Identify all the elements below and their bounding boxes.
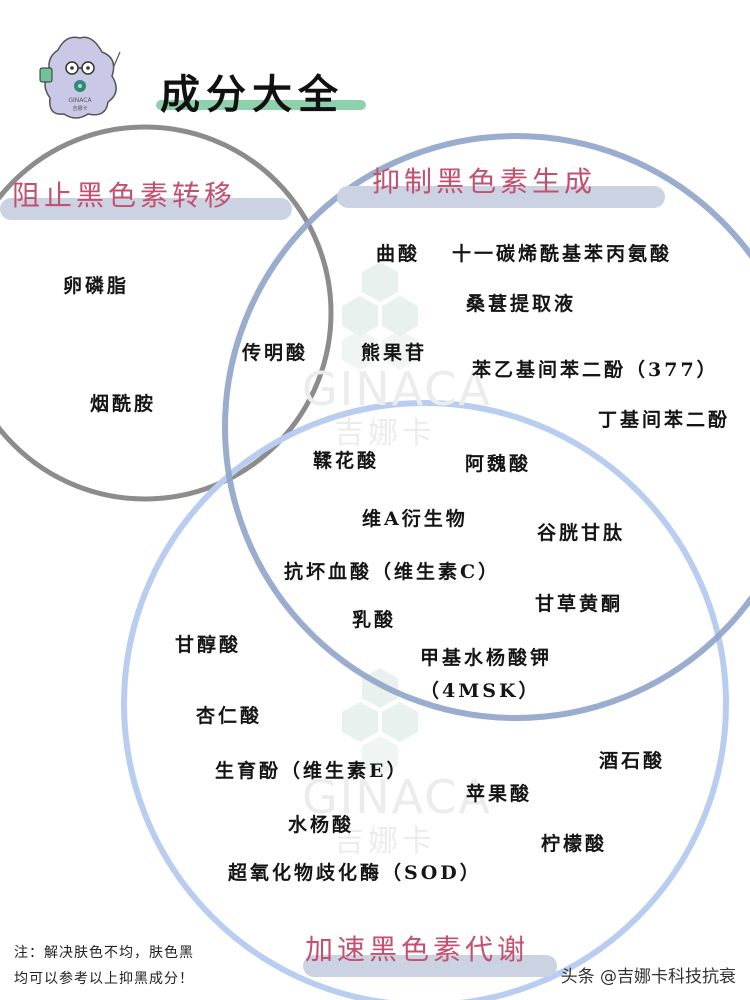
ingredient-377: 苯乙基间苯二酚（377） bbox=[472, 359, 719, 381]
ingredient-lactic-acid: 乳酸 bbox=[352, 609, 397, 631]
footnote-line-2: 均可以参考以上抑黑成分！ bbox=[14, 971, 194, 987]
ingredient-niacinamide: 烟酰胺 bbox=[90, 393, 157, 415]
section-title-accelerate-metabolism: 加速黑色素代谢 bbox=[305, 933, 530, 966]
ingredient-tartaric-acid: 酒石酸 bbox=[599, 750, 666, 772]
circle-inhibit-generation bbox=[222, 133, 750, 721]
circle-prevent-transfer bbox=[0, 124, 334, 502]
source-credit: 头条 @吉娜卡科技抗衰 bbox=[560, 967, 736, 987]
ingredient-glycolic-acid: 甘醇酸 bbox=[175, 634, 242, 656]
ingredient-arbutin: 熊果苷 bbox=[361, 342, 428, 364]
ingredient-butylresorcinol: 丁基间苯二酚 bbox=[598, 409, 731, 431]
ingredient-citric-acid: 柠檬酸 bbox=[541, 833, 608, 855]
svg-text:GINACA: GINACA bbox=[68, 97, 92, 104]
ingredient-vitamin-c: 抗坏血酸（维生素C） bbox=[284, 561, 501, 583]
watermark-brand-cn-top: 吉娜卡 bbox=[334, 416, 436, 451]
ingredient-salicylic-acid: 水杨酸 bbox=[288, 814, 355, 836]
ingredient-ferulic-acid: 阿魏酸 bbox=[465, 453, 532, 475]
ingredient-tranexamic-acid: 传明酸 bbox=[242, 342, 309, 364]
section-title-prevent-transfer: 阻止黑色素转移 bbox=[12, 179, 237, 212]
ingredient-glutathione: 谷胱甘肽 bbox=[537, 522, 626, 544]
watermark-brand-cn-bottom: 吉娜卡 bbox=[334, 824, 436, 859]
ingredient-licorice-flavonoid: 甘草黄酮 bbox=[535, 593, 624, 615]
svg-text:吉娜卡: 吉娜卡 bbox=[72, 105, 87, 112]
section-bar-inhibit bbox=[337, 186, 665, 208]
footnote: 注：解决肤色不均，肤色黑 均可以参考以上抑黑成分！ bbox=[14, 940, 194, 992]
section-bar-transfer bbox=[0, 198, 292, 220]
watermark-brand-top: GINACA bbox=[302, 362, 492, 416]
circle-accelerate-metabolism bbox=[121, 400, 729, 1000]
ingredient-sod: 超氧化物歧化酶（SOD） bbox=[228, 862, 482, 884]
section-title-inhibit-generation: 抑制黑色素生成 bbox=[372, 165, 597, 198]
title-underline bbox=[156, 100, 366, 110]
watermark-hex-logo-top bbox=[342, 262, 418, 370]
footnote-line-1: 注：解决肤色不均，肤色黑 bbox=[14, 945, 194, 961]
ingredient-mulberry-extract: 桑葚提取液 bbox=[466, 293, 577, 315]
ingredient-4msk-line1: 甲基水杨酸钾 bbox=[420, 647, 553, 669]
ingredient-malic-acid: 苹果酸 bbox=[466, 783, 533, 805]
ingredient-4msk-line2: （4MSK） bbox=[420, 680, 541, 702]
mascot-logo: GINACA 吉娜卡 bbox=[39, 36, 121, 119]
page-title: 成分大全 bbox=[160, 71, 344, 118]
ingredient-undecylenoyl-phenylalanine: 十一碳烯酰基苯丙氨酸 bbox=[452, 243, 673, 265]
watermark-brand-bottom: GINACA bbox=[302, 770, 492, 824]
ingredient-mandelic-acid: 杏仁酸 bbox=[196, 705, 263, 727]
ingredient-ellagic-acid: 鞣花酸 bbox=[313, 450, 380, 472]
ingredient-retinoids: 维A衍生物 bbox=[362, 508, 468, 530]
watermark-hex-logo-bottom bbox=[342, 668, 418, 776]
ingredient-kojic-acid: 曲酸 bbox=[376, 243, 421, 265]
ingredient-lecithin: 卵磷脂 bbox=[63, 275, 130, 297]
section-bar-metabolism bbox=[303, 955, 557, 977]
ingredient-vitamin-e: 生育酚（维生素E） bbox=[215, 760, 409, 782]
